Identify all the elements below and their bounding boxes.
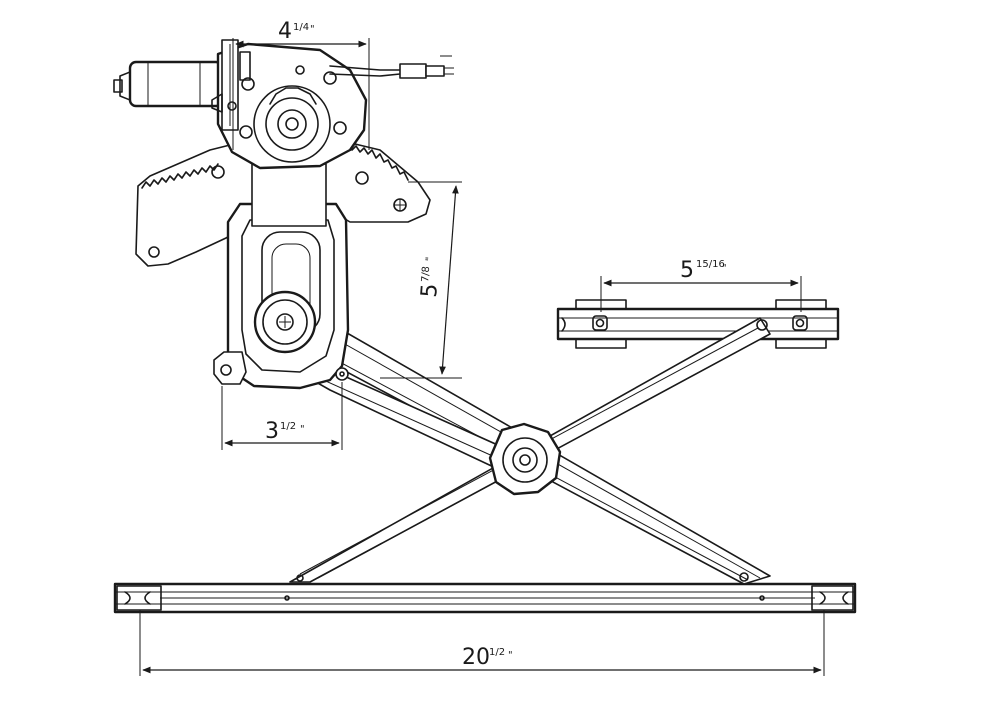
- back-plate: [135, 137, 431, 390]
- motor-body: [128, 60, 224, 108]
- dim-label-lift-plate-whole: 5: [680, 258, 694, 283]
- dim-label-base-offset-whole: 3: [265, 419, 279, 444]
- dim-label-base-offset-fraction: 1/2: [280, 421, 296, 432]
- dim-label-track-length-fraction: 1/2: [489, 647, 505, 658]
- dimension-track-length: 20 1/2 ": [139, 610, 825, 676]
- dimension-motor-height: 5 7/8 ": [380, 181, 462, 379]
- dim-label-motor-height-fraction: 7/8: [420, 266, 432, 283]
- connector-plug: [399, 63, 427, 79]
- dim-label-lift-plate-unit: ": [722, 263, 727, 274]
- dim-label-motor-height-unit: ": [425, 257, 436, 262]
- dim-label-track-length-unit: ": [508, 650, 513, 661]
- lift-plate: [556, 299, 840, 349]
- dim-label-base-offset-unit: ": [300, 424, 305, 435]
- dim-label-motor-width-fraction: 1/4: [293, 22, 309, 33]
- center-pivot: [488, 422, 562, 496]
- motor-assembly: [113, 39, 454, 170]
- dimension-motor-width: 4 1/4 ": [232, 19, 370, 150]
- dim-label-lift-plate-fraction: 15/16: [696, 259, 725, 270]
- dim-label-track-length-whole: 20: [462, 645, 490, 670]
- dim-label-motor-width-unit: ": [310, 24, 315, 35]
- dim-label-motor-height-whole: 5: [417, 283, 443, 299]
- dimension-base-offset: 3 1/2 ": [221, 382, 343, 450]
- dim-label-motor-width-whole: 4: [278, 19, 292, 44]
- bottom-track: [113, 582, 857, 614]
- dimension-lift-plate-length: 5 15/16 ": [600, 258, 802, 312]
